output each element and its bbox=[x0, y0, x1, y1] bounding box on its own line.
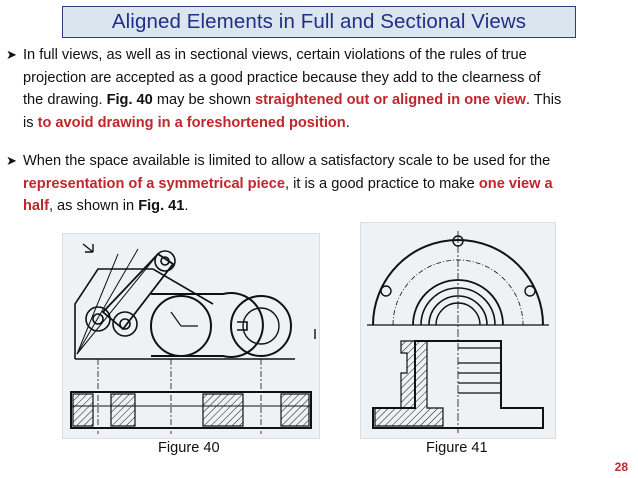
bullet1-line2: projection are accepted as a good practi… bbox=[23, 69, 541, 86]
bullet2-line3-text: , as shown in bbox=[48, 198, 139, 214]
figure-40-drawing bbox=[62, 233, 320, 439]
figure-40-svg bbox=[70, 243, 316, 434]
fig41-reference: Fig. 41 bbox=[138, 198, 185, 214]
bullet-arrow-icon: ➤ bbox=[6, 153, 17, 168]
bullet1-line3-text: . This bbox=[525, 92, 562, 108]
bullet1-line3-text: the drawing. bbox=[23, 92, 107, 108]
bullet1-line1: In full views, as well as in sectional v… bbox=[23, 47, 527, 63]
highlight-one-view: one view a bbox=[478, 175, 553, 192]
highlight-half: half bbox=[23, 198, 49, 214]
bullet1-line3-text: may be shown bbox=[152, 92, 256, 108]
bullet-paragraph-1: ➤ In full views, as well as in sectional … bbox=[6, 44, 626, 134]
bullet-line: is to avoid drawing in a foreshortened p… bbox=[6, 112, 626, 135]
bullet2-line1: When the space available is limited to a… bbox=[23, 153, 551, 169]
bullet2-line3-text: . bbox=[184, 198, 189, 214]
figure-41-svg bbox=[367, 231, 549, 433]
bullet-line: representation of a symmetrical piece, i… bbox=[6, 173, 626, 196]
bullet1-line4-text: . bbox=[345, 114, 350, 131]
highlight-symmetrical: representation of a symmetrical piece bbox=[23, 175, 285, 192]
highlight-straightened: straightened out or aligned in one view bbox=[255, 92, 526, 108]
bullet-arrow-icon: ➤ bbox=[6, 47, 17, 62]
figure-40-caption: Figure 40 bbox=[158, 440, 220, 456]
bullet-line: ➤ When the space available is limited to … bbox=[6, 150, 626, 173]
bullet-line: projection are accepted as a good practi… bbox=[6, 67, 626, 90]
bullet-paragraph-2: ➤ When the space available is limited to … bbox=[6, 150, 626, 218]
bullet-line: the drawing. Fig. 40 may be shown straig… bbox=[6, 89, 626, 112]
bullet-line: half, as shown in Fig. 41. bbox=[6, 195, 626, 218]
bullet-line: ➤ In full views, as well as in sectional … bbox=[6, 44, 626, 67]
figure-41-caption: Figure 41 bbox=[426, 440, 488, 456]
highlight-foreshortened: to avoid drawing in a foreshortened posi… bbox=[37, 114, 346, 131]
page-title: Aligned Elements in Full and Sectional V… bbox=[111, 10, 527, 33]
bullet2-line2-text: , it is a good practice to make bbox=[284, 175, 479, 192]
fig40-reference: Fig. 40 bbox=[106, 92, 153, 108]
title-box: Aligned Elements in Full and Sectional V… bbox=[62, 6, 576, 38]
figure-41-drawing bbox=[360, 222, 556, 439]
page-number: 28 bbox=[614, 460, 628, 474]
bullet1-line4-text: is bbox=[23, 114, 38, 131]
